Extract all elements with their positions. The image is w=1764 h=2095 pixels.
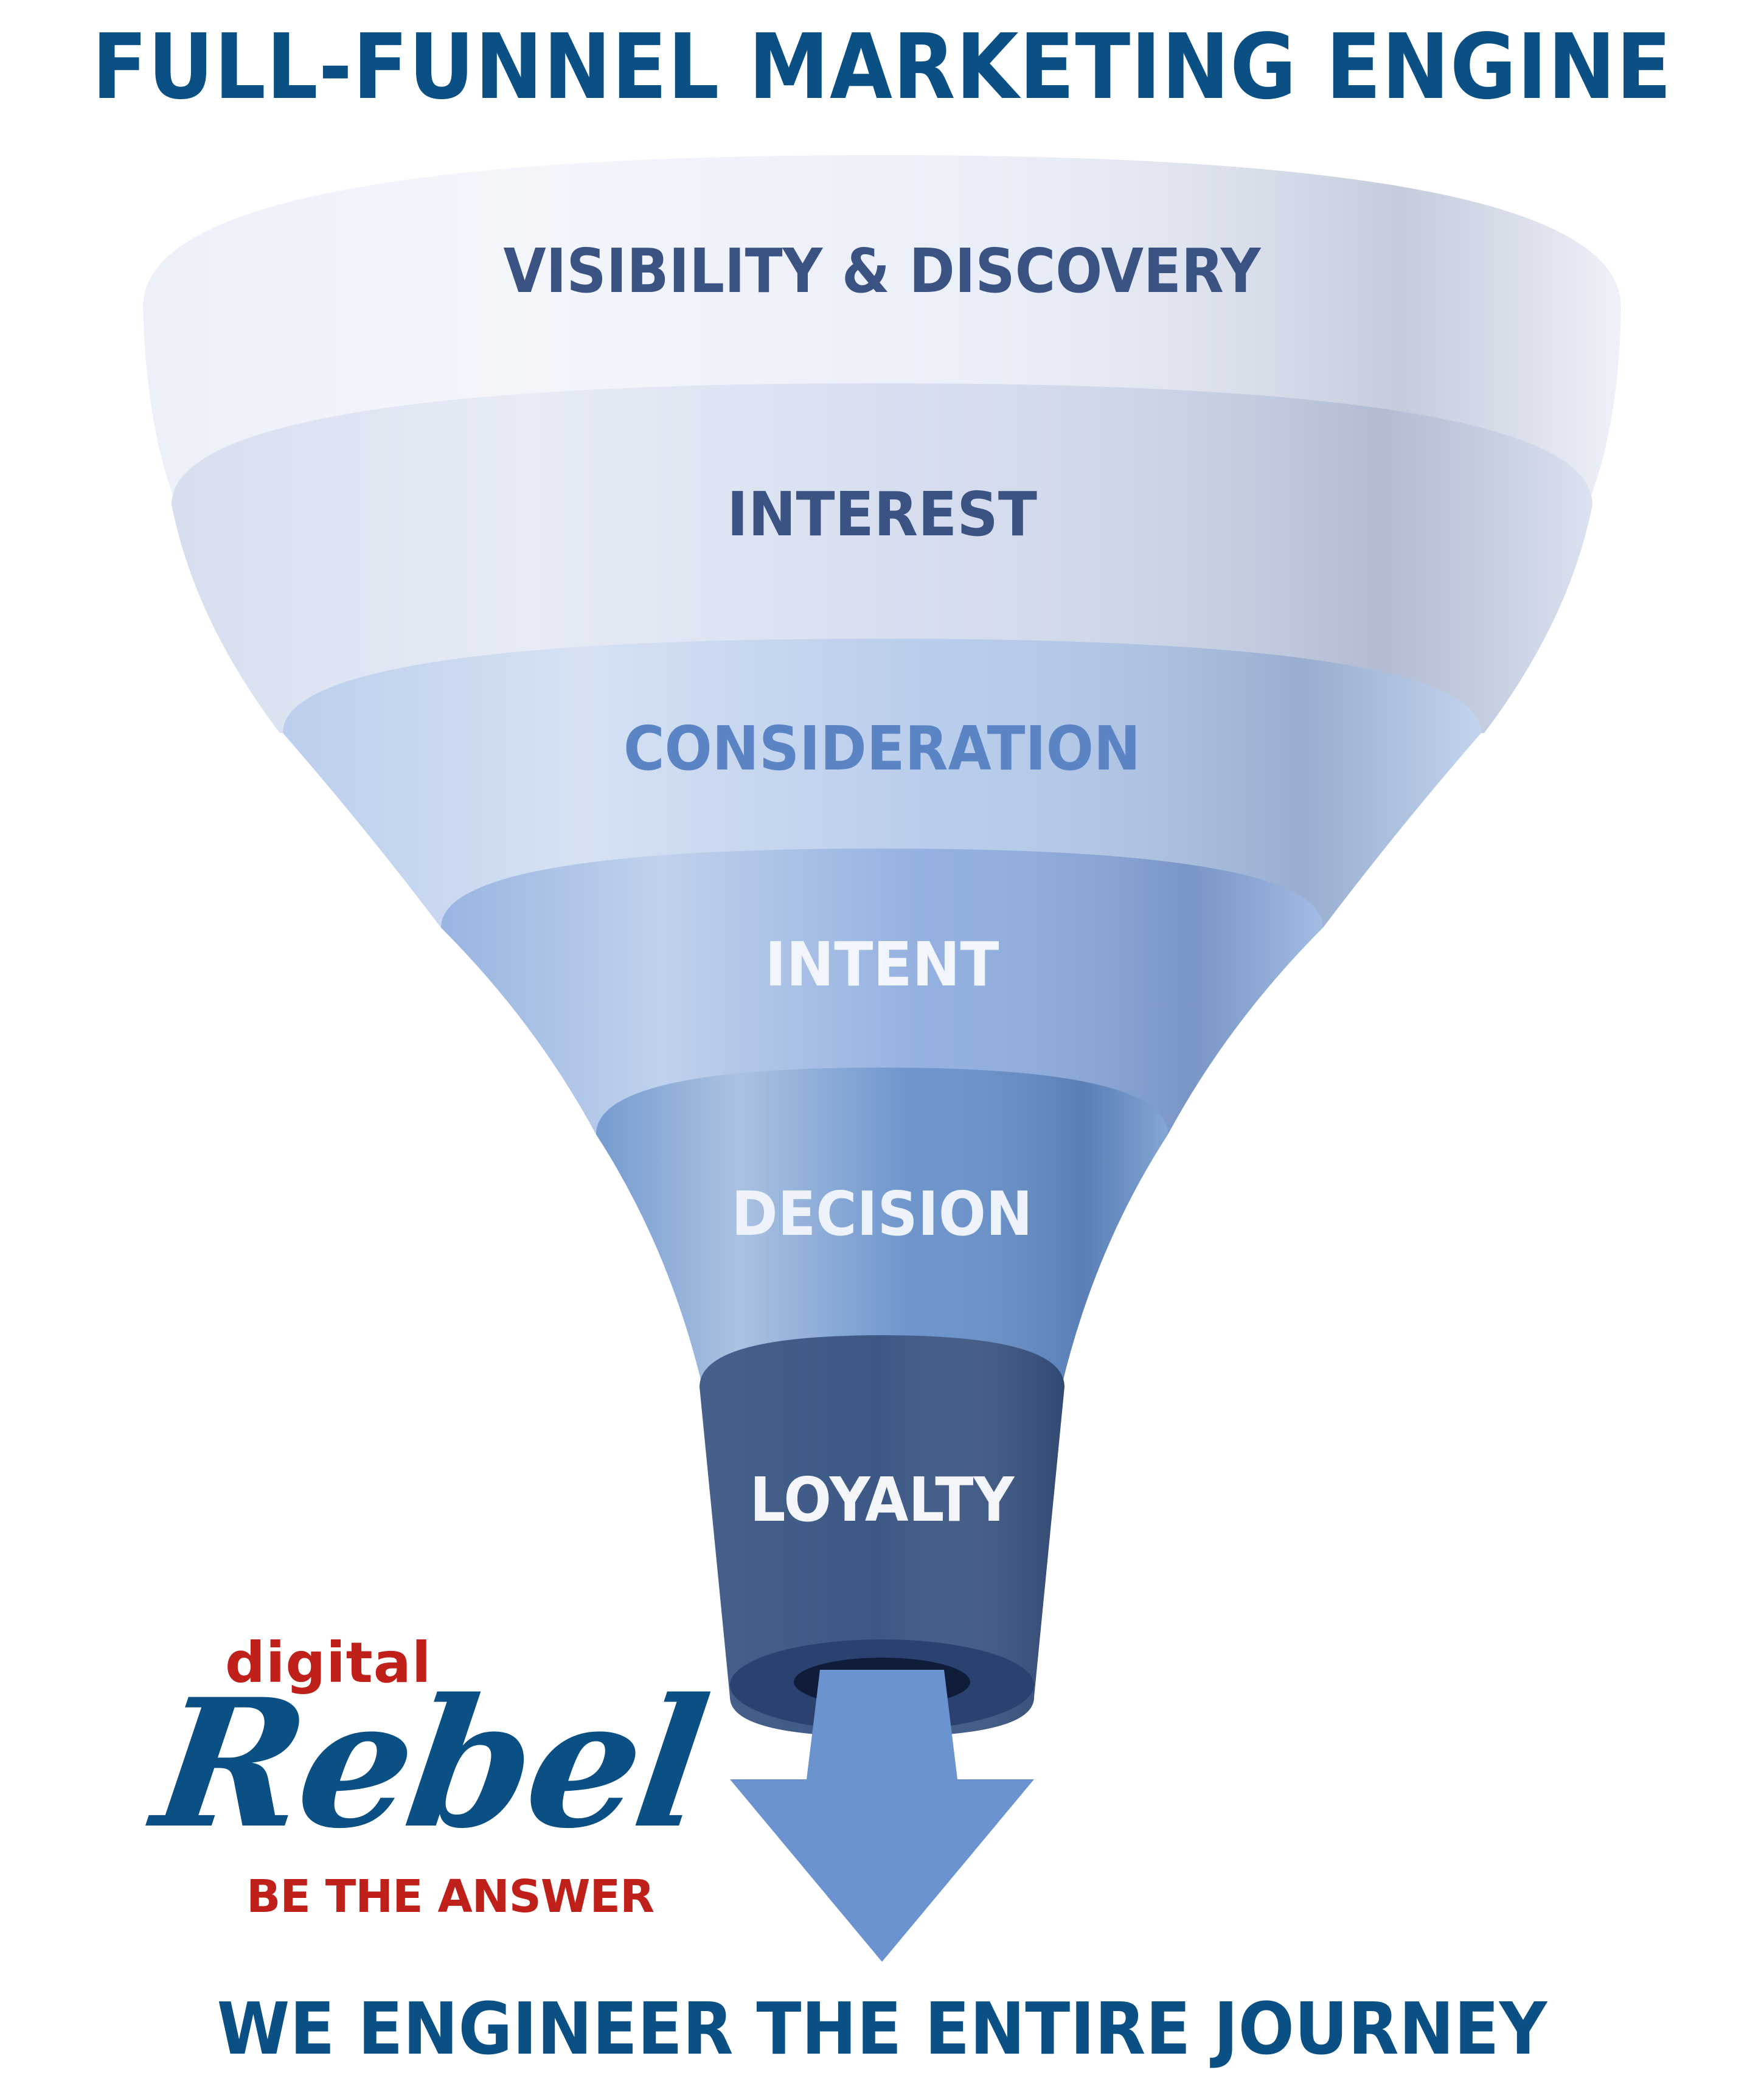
stage-label-consideration: CONSIDERATION	[623, 713, 1141, 784]
bottom-tagline: WE ENGINEER THE ENTIRE JOURNEY	[217, 1987, 1547, 2071]
logo-rebel-script: Rebel	[144, 1661, 716, 1867]
page-title: FULL-FUNNEL MARKETING ENGINE	[92, 15, 1672, 119]
stage-label-loyalty: LOYALTY	[750, 1464, 1015, 1535]
logo-tagline: BE THE ANSWER	[246, 1871, 655, 1923]
stage-band-decision	[596, 1068, 1168, 1387]
stage-band-intent	[441, 849, 1323, 1134]
down-arrow-icon	[730, 1670, 1034, 1962]
logo-digital-text: digital	[225, 1630, 432, 1695]
stage-label-interest: INTEREST	[727, 479, 1037, 550]
stage-label-visibility: VISIBILITY & DISCOVERY	[504, 235, 1262, 307]
stage-label-decision: DECISION	[732, 1178, 1033, 1249]
stage-label-intent: INTENT	[765, 929, 999, 1000]
digital-rebel-logo: digital Rebel BE THE ANSWER	[144, 1594, 716, 1934]
stage-band-interest	[172, 383, 1592, 733]
stage-band-consideration	[283, 639, 1481, 928]
